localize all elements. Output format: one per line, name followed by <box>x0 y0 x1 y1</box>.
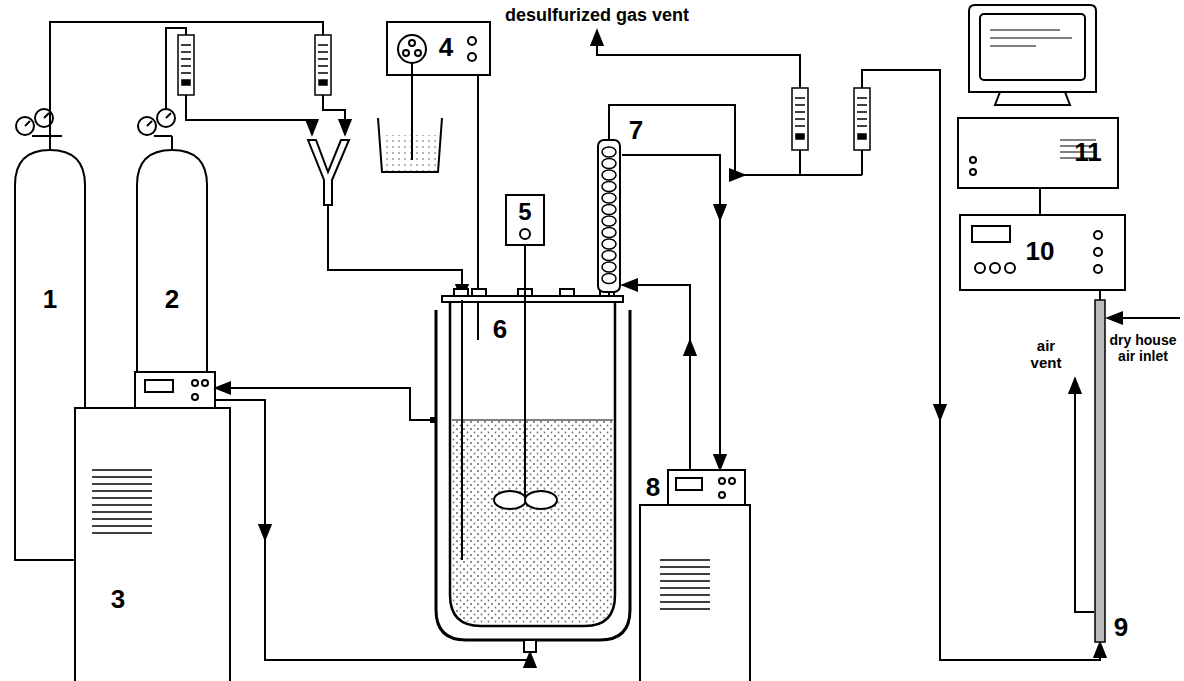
callout-number: 10 <box>1026 237 1055 267</box>
gas-line <box>166 28 186 109</box>
air-vent-line <box>1075 378 1094 612</box>
vent-slot <box>92 525 152 527</box>
coil-turn <box>602 147 616 157</box>
coil-turn <box>602 251 616 261</box>
flowmeter <box>178 35 331 95</box>
coolant-line <box>215 388 436 420</box>
drying-tube <box>1095 290 1105 642</box>
coil-turn <box>602 262 616 272</box>
gas-line <box>799 150 801 175</box>
air-vent-label: air vent <box>1024 337 1068 372</box>
analyzer <box>960 215 1125 290</box>
coil-turn <box>602 205 616 215</box>
callout-number: 9 <box>1114 613 1128 643</box>
coolant-line <box>622 155 720 470</box>
coolant-line <box>622 285 690 470</box>
coil-turn <box>602 274 616 284</box>
feed-beaker <box>378 63 442 172</box>
vent-slot <box>92 469 152 471</box>
callout-number: 1 <box>43 285 57 315</box>
vent-slot <box>92 511 152 513</box>
coil-turn <box>602 182 616 192</box>
gas-line <box>861 150 863 175</box>
stirrer-motor <box>494 195 557 509</box>
coil-turn <box>602 170 616 180</box>
condenser-chiller <box>640 470 750 681</box>
vent-slot <box>660 601 710 603</box>
vent-slot <box>660 587 710 589</box>
vent-slot <box>92 518 152 520</box>
gas-line <box>730 174 745 176</box>
peristaltic-pump <box>387 22 490 75</box>
coil-turn <box>602 159 616 169</box>
callout-number: 5 <box>518 198 531 226</box>
callout-number: 11 <box>1074 138 1102 168</box>
vent-slot <box>660 559 710 561</box>
vent-slot <box>660 594 710 596</box>
computer <box>958 5 1118 188</box>
callout-number: 8 <box>646 473 660 503</box>
vent-slot <box>92 497 152 499</box>
coil-turn <box>602 228 616 238</box>
vent-slot <box>92 483 152 485</box>
coolant-line <box>264 520 266 540</box>
air-inlet-label: dry house air inlet <box>1106 332 1180 364</box>
jacketed-reactor <box>430 289 630 652</box>
gas-line <box>50 22 323 136</box>
vent-label: desulfurized gas vent <box>505 5 689 26</box>
callout-number: 2 <box>165 285 179 315</box>
air-inlet-line <box>1107 317 1180 319</box>
coil-turn <box>602 239 616 249</box>
y-connector <box>308 140 349 205</box>
coolant-line <box>689 340 691 360</box>
vent-slot <box>92 532 152 534</box>
thermostat-bath <box>75 372 230 681</box>
signal-cable <box>1039 188 1041 215</box>
vent-slot <box>92 504 152 506</box>
vent-slot <box>660 580 710 582</box>
coolant-line <box>719 200 721 220</box>
gas-line <box>328 205 462 300</box>
vent-slot <box>660 608 710 610</box>
coil-turn <box>602 193 616 203</box>
vent-slot <box>92 490 152 492</box>
callout-number: 4 <box>439 33 453 63</box>
flowmeter <box>792 88 870 150</box>
callout-number: 6 <box>493 315 507 345</box>
sample-line <box>939 400 941 420</box>
vent-line <box>597 30 800 88</box>
vent-slot <box>92 476 152 478</box>
gas-line <box>323 95 345 135</box>
gas-line <box>186 95 312 135</box>
callout-number: 7 <box>629 116 643 146</box>
gas-line <box>609 105 862 175</box>
vent-slot <box>660 573 710 575</box>
coil-turn <box>602 216 616 226</box>
vent-slot <box>660 566 710 568</box>
condenser <box>598 140 620 296</box>
callout-number: 3 <box>111 585 125 615</box>
